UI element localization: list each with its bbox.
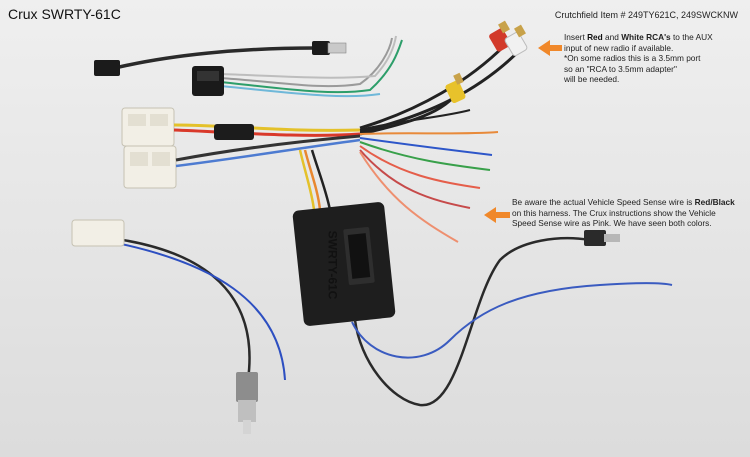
antenna-cable <box>71 219 286 434</box>
rca-red-label: Red <box>587 32 603 42</box>
arrow-vss <box>484 207 510 223</box>
arrow-rca <box>538 40 562 56</box>
page-title: Crux SWRTY-61C <box>8 6 121 22</box>
interface-module <box>292 202 396 326</box>
radio-connector-cable <box>192 35 403 98</box>
rca-white-label: White RCA's <box>621 32 671 42</box>
vss-wire-color: Red/Black <box>694 197 735 207</box>
module-output-cables <box>351 230 673 407</box>
vss-note: Be aware the actual Vehicle Speed Sense … <box>512 197 735 229</box>
vehicle-connectors <box>121 107 177 189</box>
item-number: Crutchfield Item # 249TY621C, 249SWCKNW <box>554 10 738 20</box>
rca-note: Insert Red and White RCA's to the AUX in… <box>564 32 713 85</box>
wire-bundle <box>173 109 499 243</box>
module-label: SWRTY-61C <box>325 230 340 300</box>
usb-cable <box>94 41 347 76</box>
